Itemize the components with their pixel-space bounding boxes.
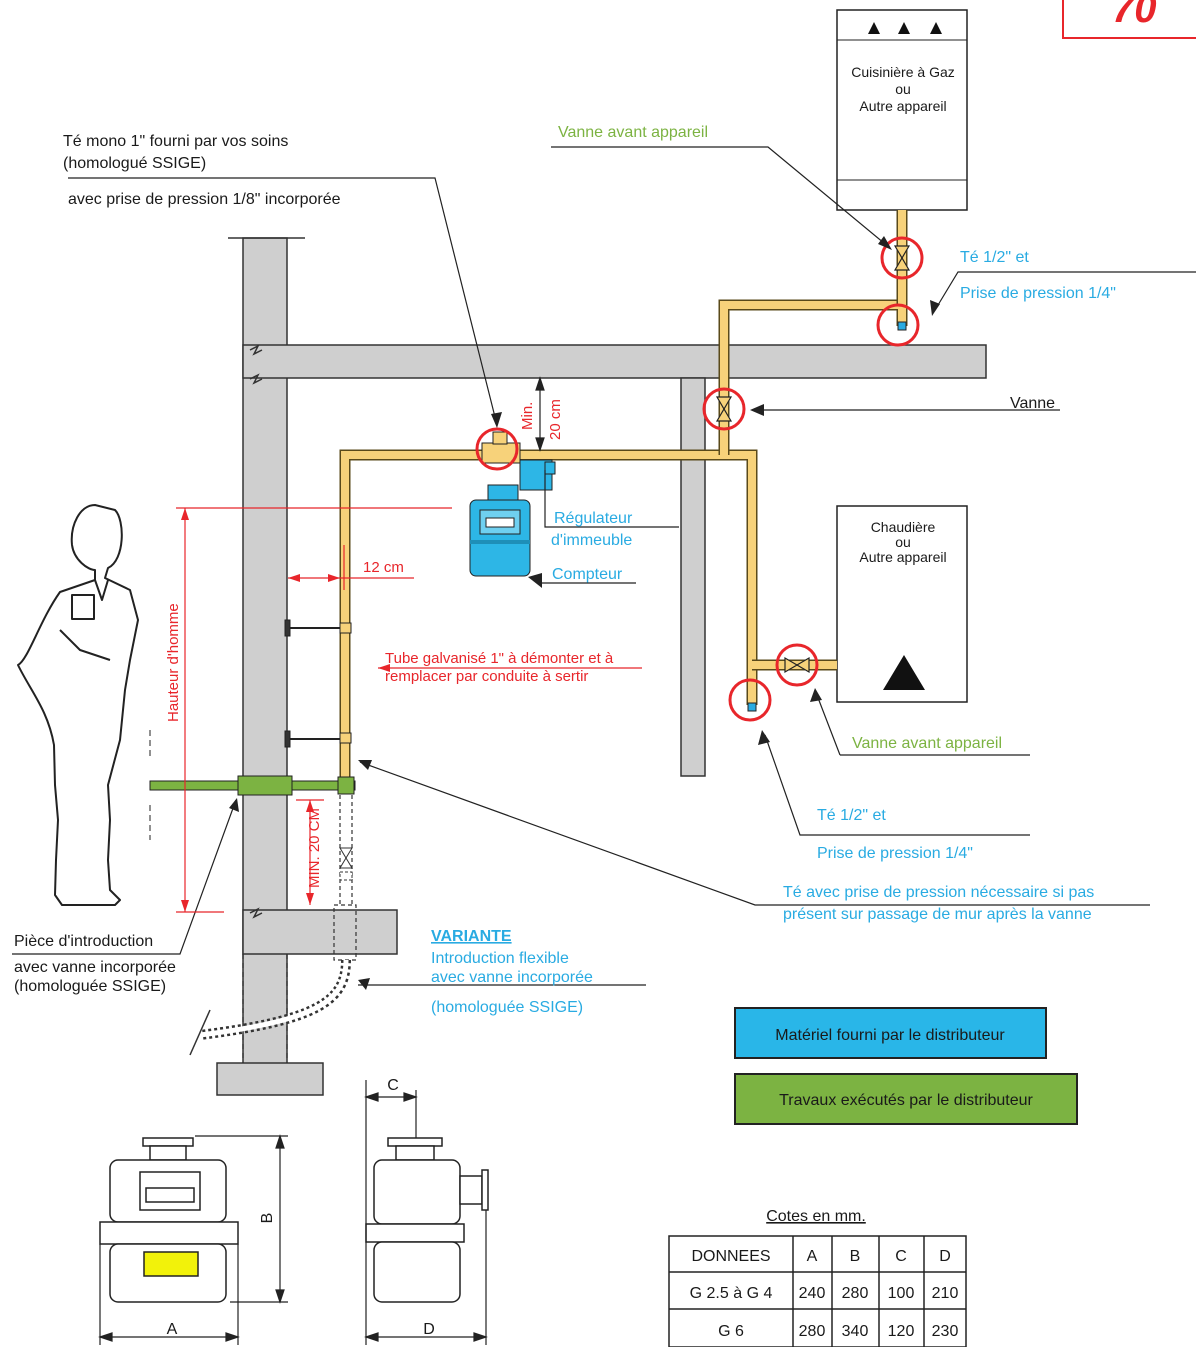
te-mono-label-1: Té mono 1" fourni par vos soins: [63, 133, 288, 150]
tube-label-1: Tube galvanisé 1" à démonter et à: [385, 650, 614, 667]
vanne-avant-top-label: Vanne avant appareil: [558, 124, 708, 141]
table-cell: 340: [842, 1323, 869, 1340]
boiler-appliance: Chaudière ou Autre appareil: [836, 505, 968, 703]
burner-icon: [868, 22, 880, 34]
prise-top-label: Prise de pression 1/4": [960, 285, 1116, 302]
te-half-top-label: Té 1/2" et: [960, 249, 1029, 266]
legend-blue-text: Matériel fourni par le distributeur: [775, 1027, 1005, 1044]
te-mono-label-2: (homologué SSIGE): [63, 155, 206, 172]
table-header: B: [850, 1248, 861, 1265]
table-cell: 280: [842, 1285, 869, 1302]
prise-bottom-label: Prise de pression 1/4": [817, 845, 973, 862]
te-avec-label-1: Té avec prise de pression nécessaire si …: [783, 884, 1094, 901]
compteur-label: Compteur: [552, 566, 623, 583]
page-number-box: 70: [1062, 0, 1196, 39]
table-header: D: [939, 1248, 951, 1265]
building-structure: [216, 237, 987, 1096]
table-header: C: [895, 1248, 907, 1265]
hauteur-label: Hauteur d'homme: [165, 603, 182, 722]
piece-label-3: (homologuée SSIGE): [14, 978, 166, 995]
stove-appliance: Cuisinière à Gaz ou Autre appareil: [836, 9, 968, 211]
right-pillar: [680, 377, 706, 777]
meter-dimension-lines: [98, 1080, 488, 1345]
table-cell: 210: [932, 1285, 959, 1302]
pipe-fittings: [284, 619, 352, 748]
dimension-red: [176, 507, 642, 913]
stove-label-1: Cuisinière à Gaz: [851, 64, 955, 80]
legend-blue: Matériel fourni par le distributeur: [734, 1007, 1047, 1059]
variante-label-1: Introduction flexible: [431, 950, 569, 967]
lower-wall-dashed: [242, 954, 288, 1063]
boiler-label-3: Autre appareil: [859, 549, 946, 565]
table-cell: G 2.5 à G 4: [690, 1285, 773, 1302]
table-caption: Cotes en mm.: [766, 1208, 866, 1225]
flame-icon: [883, 655, 925, 690]
leader-arrowheads: [229, 236, 940, 990]
pressure-tap-top: [897, 321, 907, 331]
leader-lines: [12, 146, 1196, 986]
foundation: [216, 1062, 324, 1096]
mono-tee: [481, 431, 521, 464]
meter-front-view: [99, 1137, 239, 1303]
variante-title: VARIANTE: [431, 928, 512, 945]
meter-side-view: [365, 1137, 489, 1303]
regulateur-label-1: Régulateur: [554, 510, 633, 527]
piece-label-1: Pièce d'introduction: [14, 933, 153, 950]
min-20cm-vertical-label: MIN. 20 CM: [306, 808, 323, 888]
variant-valve: [339, 847, 353, 881]
dimension-min-20: [535, 376, 545, 452]
variante-label-3: (homologuée SSIGE): [431, 999, 583, 1016]
table-header: DONNEES: [691, 1248, 770, 1265]
floor-slab: [242, 909, 398, 955]
burner-icon: [898, 22, 910, 34]
boiler-label-2: ou: [895, 534, 911, 550]
table-cell: G 6: [718, 1323, 744, 1340]
dim-b-label: B: [259, 1213, 276, 1224]
variante-label-2: avec vanne incorporée: [431, 969, 593, 986]
min-value: 20 cm: [547, 399, 564, 440]
twelve-cm-label: 12 cm: [363, 559, 404, 576]
table-cell: 120: [888, 1323, 915, 1340]
wall-break-marks: [228, 237, 305, 919]
ceiling-slab: [242, 344, 987, 379]
stove-label-2: ou: [895, 81, 911, 97]
gas-meter: [469, 484, 531, 577]
dim-c-label: C: [387, 1077, 399, 1094]
table-cell: 280: [799, 1323, 826, 1340]
table-cell: 240: [799, 1285, 826, 1302]
stove-label-3: Autre appareil: [859, 98, 946, 114]
person-silhouette: [17, 504, 139, 906]
dim-d-label: D: [423, 1321, 435, 1338]
te-mono-label-3: avec prise de pression 1/8" incorporée: [68, 191, 341, 208]
table-header: A: [807, 1248, 818, 1265]
pressure-tap-bottom: [747, 702, 757, 712]
vanne-avant-bottom-label: Vanne avant appareil: [852, 735, 1002, 752]
legend-green-text: Travaux exécutés par le distributeur: [779, 1092, 1033, 1109]
wall-entry-pipe: [149, 730, 356, 840]
regulateur-label-2: d'immeuble: [551, 532, 632, 549]
gas-pipes: [339, 210, 908, 788]
piece-label-2: avec vanne incorporée: [14, 959, 176, 976]
tube-label-2: remplacer par conduite à sertir: [385, 668, 588, 685]
te-avec-label-2: présent sur passage de mur après la vann…: [783, 906, 1092, 923]
legend-green: Travaux exécutés par le distributeur: [734, 1073, 1078, 1125]
table-cell: 230: [932, 1323, 959, 1340]
te-half-bottom-label: Té 1/2" et: [817, 807, 886, 824]
dimensions-table: Cotes en mm. DONNEES A B C D G 2.5 à G 4…: [668, 1208, 967, 1347]
dimension-red-arrows: [181, 508, 390, 912]
min-label: Min.: [519, 402, 536, 430]
vanne-label: Vanne: [1010, 395, 1055, 412]
dim-a-label: A: [167, 1321, 178, 1338]
highlight-circles: [475, 236, 924, 722]
boiler-label-1: Chaudière: [871, 519, 936, 535]
page-number: 70: [1112, 0, 1157, 31]
table-cell: 100: [888, 1285, 915, 1302]
burner-icon: [930, 22, 942, 34]
valve-symbols: [715, 245, 911, 674]
building-regulator: [519, 459, 556, 491]
